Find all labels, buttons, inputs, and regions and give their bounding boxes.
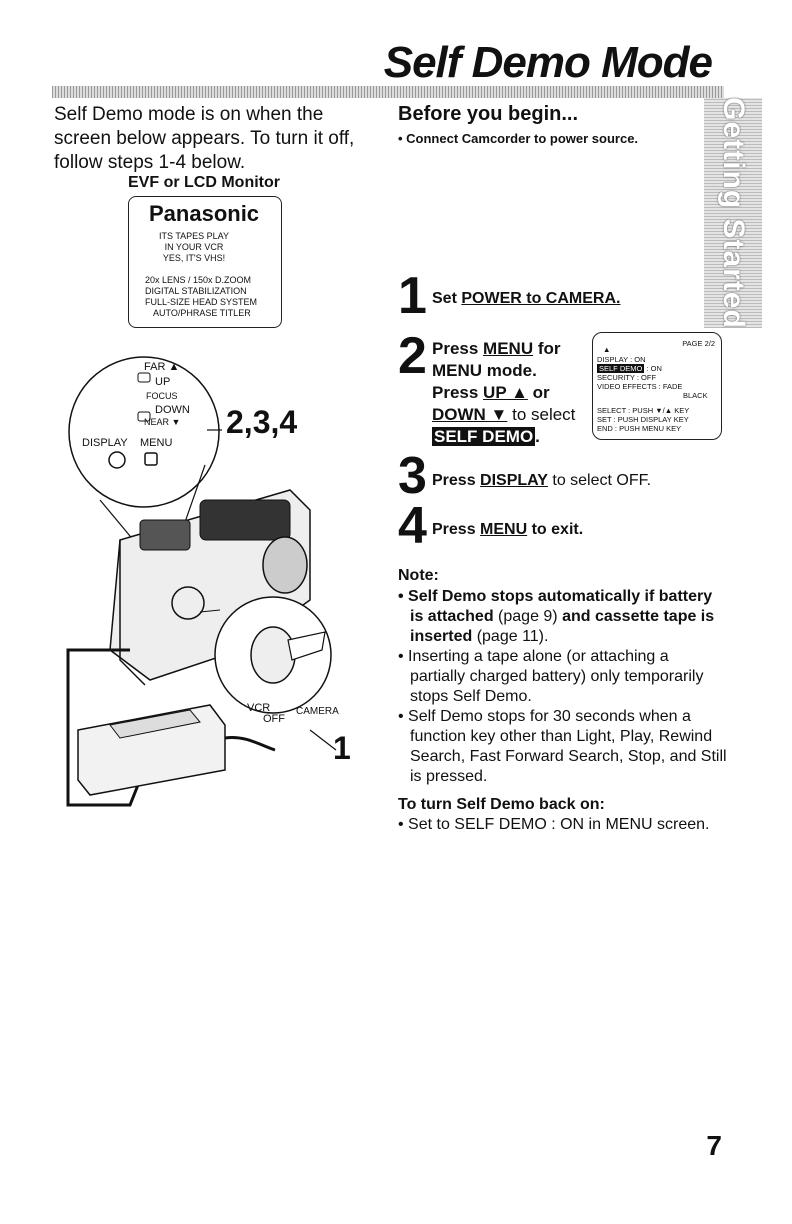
far-text: FAR: [144, 361, 166, 373]
menu-row: SET : PUSH DISPLAY KEY: [597, 415, 689, 424]
menu-row: DISPLAY : ON: [597, 355, 646, 364]
title-rule: [52, 86, 724, 98]
note-1-norm-b: (page 11).: [472, 628, 549, 645]
menu-self-demo-val: : ON: [646, 364, 662, 373]
off-label: OFF: [263, 713, 285, 725]
menu-row: SELECT : PUSH ▼/▲ KEY: [597, 406, 690, 415]
menu-arrow: ▲: [603, 345, 611, 354]
monitor-line: 20x LENS / 150x D.ZOOM: [145, 275, 252, 285]
step-2-text: Press MENU for MENU mode. Press UP ▲ or …: [432, 338, 592, 448]
s4-a: Press: [432, 521, 481, 538]
note-1-bold-b: and cassette tape is inserted: [410, 608, 715, 645]
s2-e: or: [527, 383, 550, 402]
monitor-brand: Panasonic: [149, 201, 260, 226]
section-side-tab: Getting Started: [704, 97, 762, 329]
s4-b: to exit.: [527, 521, 584, 538]
monitor-line: FULL-SIZE HEAD SYSTEM: [145, 297, 258, 307]
s3-a: Press: [432, 472, 481, 489]
menu-row: BLACK: [683, 391, 708, 400]
s2-c: MENU mode.: [432, 361, 537, 380]
note-item-2: • Inserting a tape alone (or attaching a…: [398, 648, 704, 705]
s4-underline: MENU: [480, 521, 528, 538]
page-title: Self Demo Mode: [383, 38, 713, 87]
vcr-label: VCR: [247, 702, 271, 714]
menu-label: MENU: [140, 437, 173, 449]
note-heading: Note:: [398, 567, 439, 584]
camera-label: CAMERA: [296, 706, 339, 717]
down-label: DOWN: [155, 404, 190, 416]
steps-callout: 2,3,4: [226, 404, 298, 440]
s2-b: for: [533, 339, 561, 358]
s2-up: UP ▲: [483, 383, 528, 402]
before-bullet: • Connect Camcorder to power source.: [398, 131, 639, 146]
menu-row: VIDEO EFFECTS : FADE: [597, 382, 683, 391]
step1-callout: 1: [333, 730, 351, 766]
s3-underline: DISPLAY: [480, 472, 548, 489]
display-button-icon: [108, 451, 126, 469]
menu-self-demo: SELF DEMO: [597, 364, 645, 373]
monitor-lines-b: 20x LENS / 150x D.ZOOM DIGITAL STABILIZA…: [145, 275, 257, 319]
step-1-number: 1: [398, 267, 427, 325]
menu-page: PAGE 2/2: [682, 339, 715, 348]
monitor-line: AUTO/PHRASE TITLER: [153, 308, 251, 318]
s2-selected: SELF DEMO: [432, 427, 536, 446]
s2-menu: MENU: [483, 339, 534, 358]
far-label: FAR ▲: [144, 361, 180, 373]
note-item-1: • Self Demo stops automatically if batte…: [398, 587, 728, 647]
s3-b: to select OFF.: [547, 472, 652, 489]
s2-dot: .: [535, 427, 540, 446]
s2-d: Press: [432, 383, 484, 402]
up-label: UP: [155, 376, 171, 388]
side-tab-label: Getting Started: [717, 97, 750, 329]
step-4-text: Press MENU to exit.: [432, 521, 583, 539]
s2-down: DOWN ▼: [432, 405, 508, 424]
monitor-line: IN YOUR VCR: [164, 242, 224, 252]
monitor-line: YES, IT'S VHS!: [162, 253, 226, 263]
note-item-3: • Self Demo stops for 30 seconds when a …: [398, 708, 727, 785]
note-list: • Self Demo stops automatically if batte…: [398, 587, 728, 787]
before-heading: Before you begin...: [398, 103, 579, 125]
camcorder-illustration: [66, 356, 337, 807]
control-zoom-circle: [68, 356, 220, 508]
menu-row: SELF DEMO : ON: [597, 364, 662, 373]
step-3-text: Press DISPLAY to select OFF.: [432, 472, 651, 490]
turn-on-bullet: • Set to SELF DEMO : ON in MENU screen.: [398, 816, 710, 833]
intro-text: Self Demo mode is on when the screen bel…: [54, 104, 355, 173]
menu-row: END : PUSH MENU KEY: [597, 424, 682, 433]
s1-underline: POWER to CAMERA.: [461, 290, 621, 307]
step-4-number: 4: [398, 497, 427, 555]
near-text: NEAR: [144, 417, 170, 427]
monitor-lines-a: ITS TAPES PLAY IN YOUR VCR YES, IT'S VHS…: [149, 231, 239, 264]
s2-f: to select: [507, 405, 576, 424]
evf-label: EVF or LCD Monitor: [128, 174, 280, 191]
note-1-norm-a: (page 9): [493, 608, 563, 625]
step-3-number: 3: [398, 447, 427, 505]
near-label: NEAR ▼: [144, 417, 181, 427]
menu-button-icon: [144, 452, 158, 466]
monitor-line: DIGITAL STABILIZATION: [145, 286, 247, 296]
s1-pre: Set: [432, 290, 462, 307]
step-1-text: Set POWER to CAMERA.: [432, 290, 620, 308]
display-label: DISPLAY: [82, 437, 128, 449]
step-2-number: 2: [398, 327, 427, 385]
monitor-line: ITS TAPES PLAY: [158, 231, 230, 241]
focus-label: FOCUS: [146, 391, 178, 401]
monitor-screen: Panasonic ITS TAPES PLAY IN YOUR VCR YES…: [128, 196, 282, 328]
menu-screen: PAGE 2/2 ▲ DISPLAY : ON SELF DEMO : ON S…: [592, 332, 722, 440]
note-1-bold-a: • Self Demo stops automatically if batte…: [398, 588, 713, 625]
page-number: 7: [706, 1130, 722, 1161]
menu-row: SECURITY : OFF: [597, 373, 657, 382]
s2-a: Press: [432, 339, 484, 358]
turn-on-heading: To turn Self Demo back on:: [398, 796, 605, 813]
